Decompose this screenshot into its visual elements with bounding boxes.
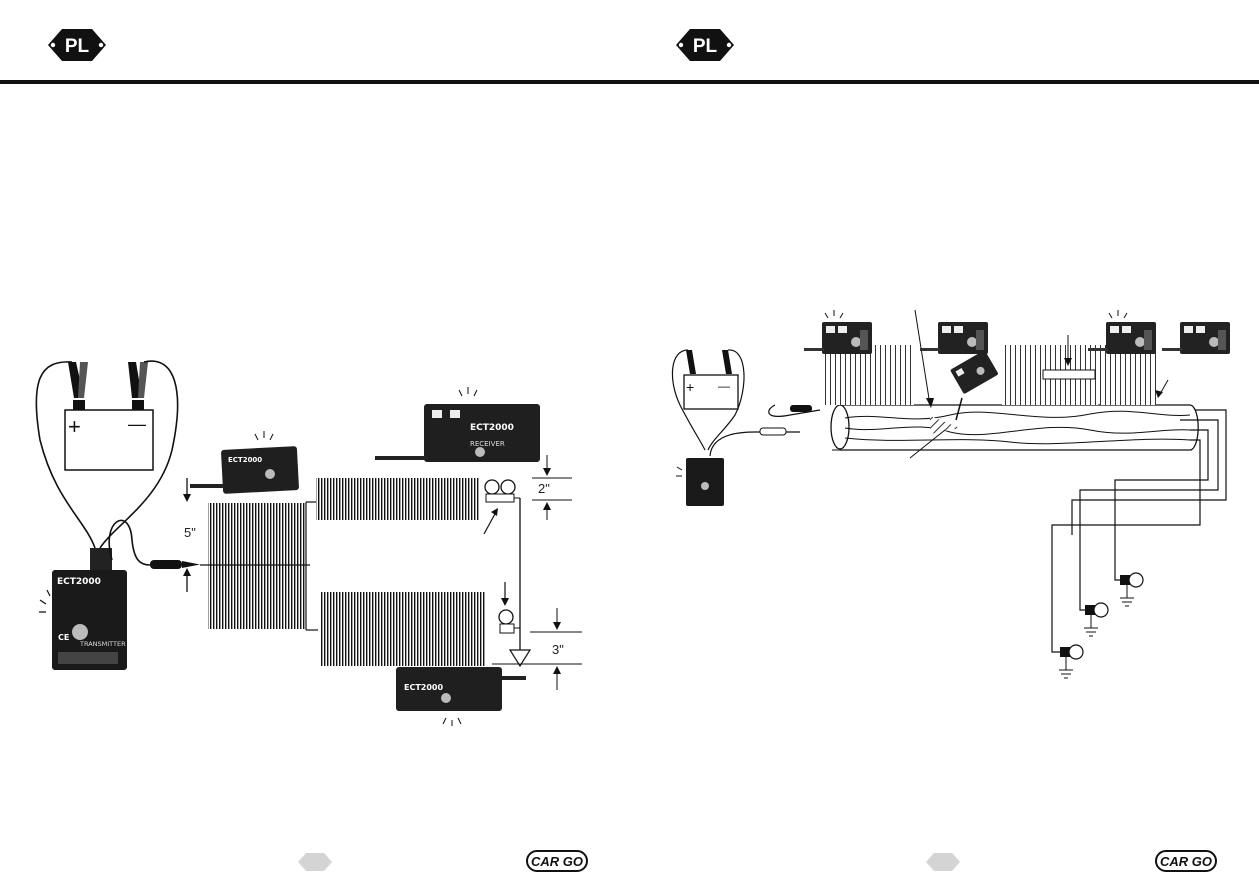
receiver-r3 [1088,310,1156,354]
receiver-label: RECEIVER [470,440,505,448]
battery-plus: + [68,414,81,439]
ground-symbol-icon [1084,615,1098,637]
receiver-r2 [920,322,988,354]
bulb-icon [498,609,515,634]
logo-text: PL [65,36,90,57]
alligator-clip-icon [128,362,148,398]
wire-bundle-lower [320,592,485,666]
grey-diamond-icon [298,853,332,871]
svg-text:ECT2000: ECT2000 [228,456,262,464]
page-badge-left [296,851,334,873]
ground-symbol-icon [1059,657,1073,679]
receiver-r4 [1162,322,1230,354]
pl-diamond-logo-icon: PL [48,29,106,61]
battery-left [64,409,154,471]
wire-bundle-upper [316,478,480,520]
page-badge-right [924,851,962,873]
dimension-2in: 2" [538,481,550,496]
receiver-r1 [804,310,872,354]
cargo-logo-icon: CAR GO [1155,850,1217,872]
dimension-3in: 3" [552,642,564,657]
pl-logo-left: PL [46,26,108,64]
transmitter-label: TRANSMITTER [79,640,126,648]
receiver-bottom: ECT2000 [396,667,526,726]
cargo-logo-right: CAR GO [1155,850,1217,872]
bulb-icon [1120,572,1144,588]
battery-minus-right: — [718,379,730,393]
pl-logo-right: PL [674,26,736,64]
ground-symbol-icon [508,649,532,668]
alligator-clip-icon [722,350,732,374]
alligator-clip-icon [686,350,696,374]
bulb-icon [1060,644,1084,660]
cargo-logo-icon: CAR GO [526,850,588,872]
wire-bundle-main [208,503,306,629]
footer-brand: CAR GO [1160,854,1212,869]
alligator-clip-icon [68,362,88,398]
transmitter-device [52,570,127,670]
battery-right [683,374,739,410]
dimension-5in: 5" [184,525,196,540]
header-rule [0,80,1259,84]
svg-text:ECT2000: ECT2000 [404,683,443,692]
right-diagram: + — [671,309,1230,679]
pl-diamond-logo-icon: PL [676,29,734,61]
receiver-tilted [950,350,998,394]
receiver-model: ECT2000 [470,423,514,433]
conduit-pipe [840,404,1199,451]
bulb-icon [1085,602,1109,618]
left-diagram: + — ECT2000 CE TRANSMITTER [35,360,582,726]
footer-brand: CAR GO [531,854,583,869]
transmitter-model: ECT2000 [57,577,101,587]
battery-plus-right: + [686,379,694,395]
battery-minus: — [128,414,146,434]
receiver-small-left: ECT2000 [190,431,299,494]
cargo-logo-left: CAR GO [526,850,588,872]
grey-diamond-icon [926,853,960,871]
ground-symbol-icon [1120,585,1134,607]
transmitter-ce: CE [58,633,69,642]
logo-text: PL [693,36,718,57]
bulb-icon [484,479,516,503]
receiver-large-top: ECT2000 RECEIVER [375,387,540,462]
